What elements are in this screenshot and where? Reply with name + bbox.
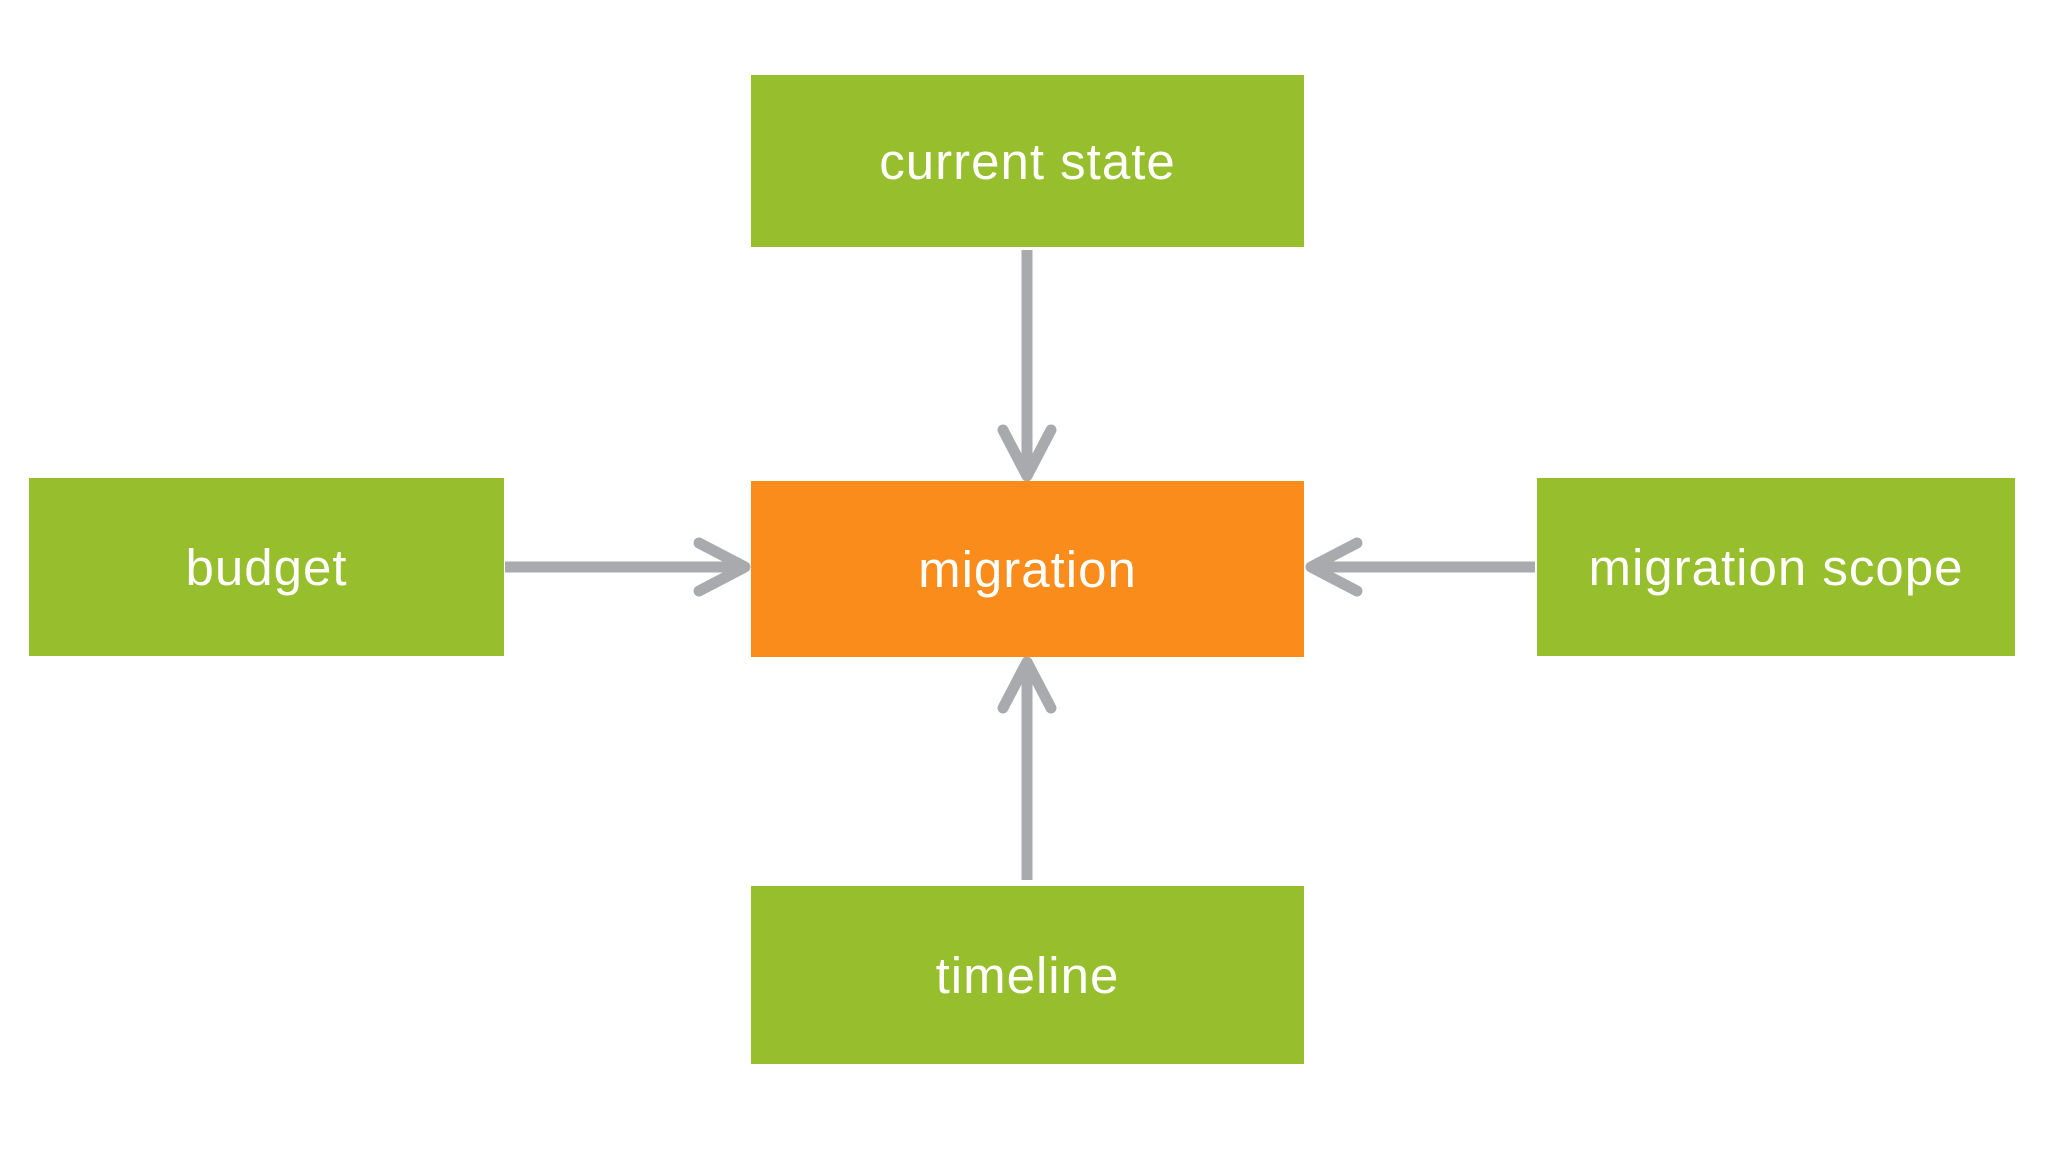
node-current-state-label: current state xyxy=(879,132,1176,190)
node-migration-scope-label: migration scope xyxy=(1588,538,1964,596)
arrow-current-state-to-migration xyxy=(997,250,1057,482)
node-timeline: timeline xyxy=(751,886,1304,1064)
arrow-budget-to-migration xyxy=(505,537,751,597)
node-migration-label: migration xyxy=(918,540,1137,598)
arrow-timeline-to-migration xyxy=(997,656,1057,880)
node-migration: migration xyxy=(751,481,1304,657)
arrow-migration-scope-to-migration xyxy=(1305,537,1535,597)
node-migration-scope: migration scope xyxy=(1537,478,2015,656)
node-budget-label: budget xyxy=(185,538,348,596)
node-current-state: current state xyxy=(751,75,1304,247)
node-budget: budget xyxy=(29,478,504,656)
node-timeline-label: timeline xyxy=(935,946,1120,1004)
